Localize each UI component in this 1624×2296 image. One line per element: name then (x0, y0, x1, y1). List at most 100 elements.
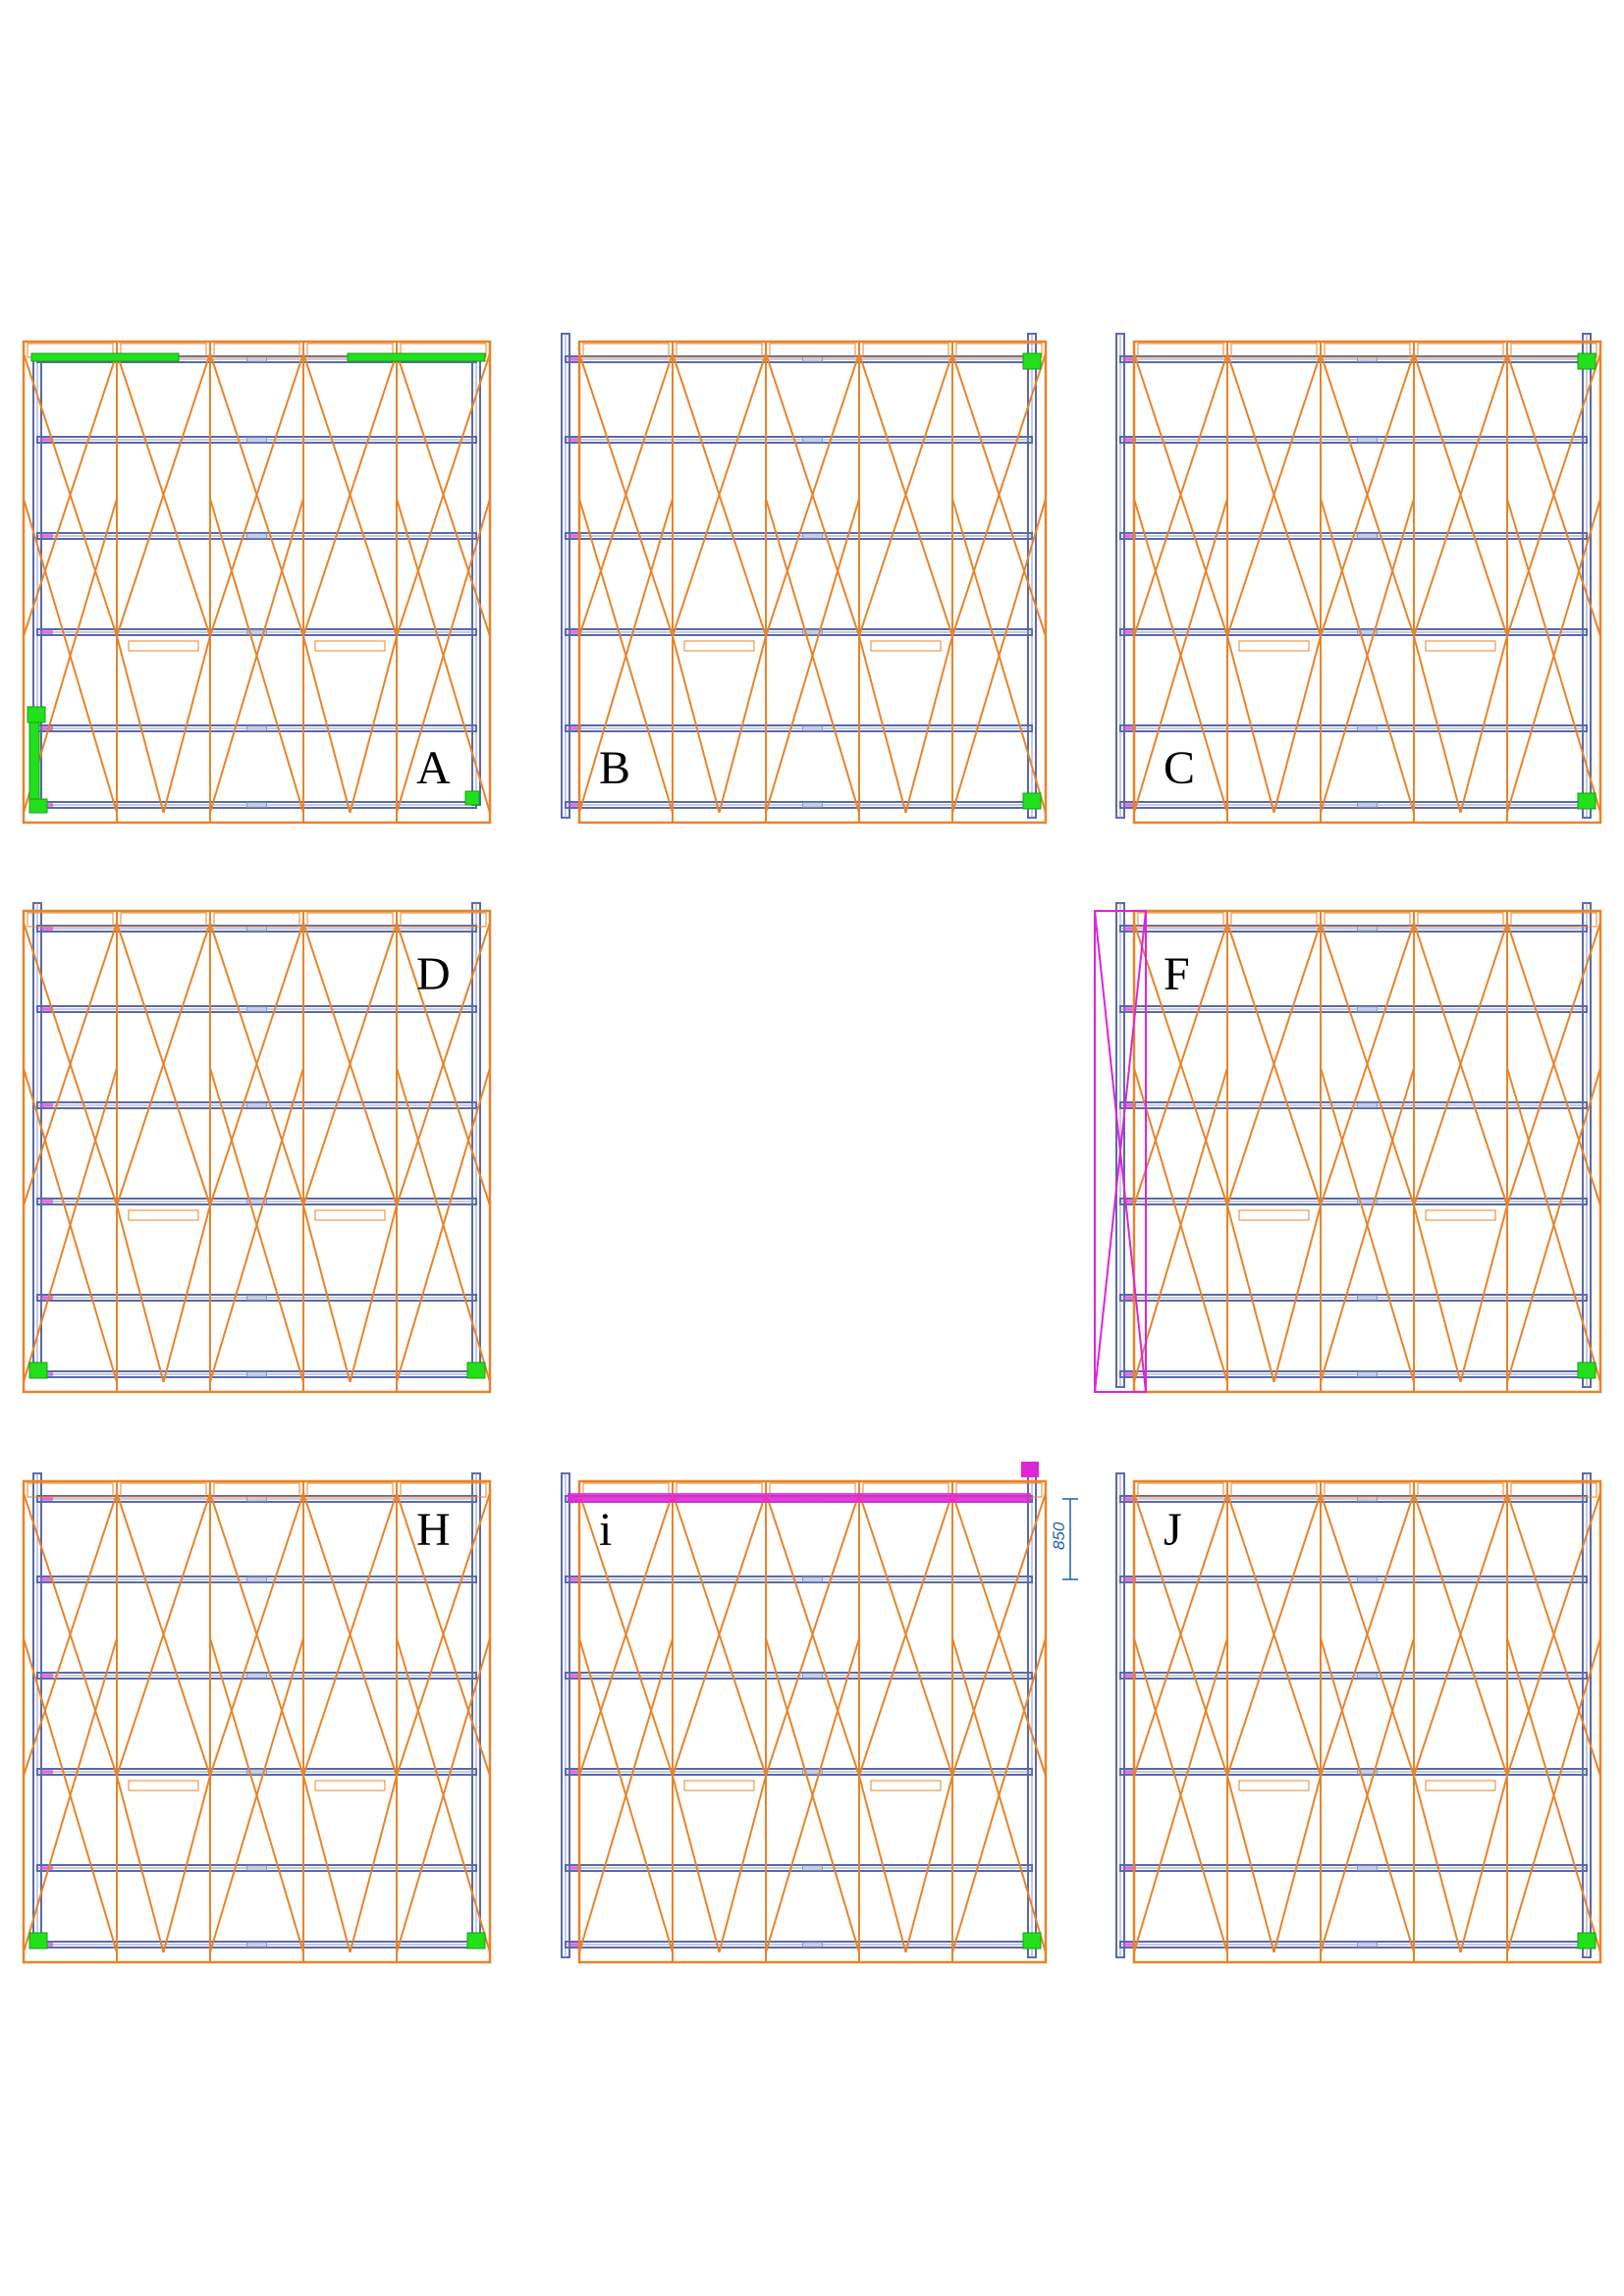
beam-end-tag (569, 1577, 581, 1581)
beam-6 (36, 1370, 477, 1378)
brace-diagonal (1133, 1492, 1228, 1777)
top-tag (1230, 343, 1318, 358)
brace-diagonal (1413, 352, 1508, 637)
brace-diagonal (1133, 498, 1228, 814)
beam-mid-mark (1357, 629, 1378, 635)
beam-end-tag (1124, 1497, 1136, 1501)
brace-tag (870, 1780, 942, 1791)
brace-diagonal (23, 352, 118, 637)
brace-diagonal (1506, 922, 1601, 1206)
beam-6 (36, 801, 477, 809)
beam-end-tag (569, 1943, 581, 1947)
beam-5 (1119, 1294, 1588, 1302)
brace-diagonal (765, 1637, 860, 1953)
anchor-block (1577, 1362, 1597, 1379)
outline-box (1132, 1479, 1602, 1964)
highlight-layer (1577, 1932, 1597, 1949)
bracing-layer (577, 340, 1048, 825)
beam-mid-mark (1357, 533, 1378, 539)
outline-box (1132, 340, 1602, 825)
brace-diagonal (1226, 1775, 1275, 1953)
panel-label-d: D (416, 948, 451, 1000)
top-tag (27, 912, 114, 928)
beam-6 (565, 1941, 1033, 1949)
brace-diagonal (396, 922, 491, 1206)
panel-label-h: H (416, 1504, 451, 1556)
beam-4 (1119, 1198, 1588, 1205)
brace-diagonal (116, 1775, 165, 1953)
brace-diagonal (858, 1775, 907, 1953)
brace-diagonal (1320, 498, 1415, 814)
top-tag (306, 912, 394, 928)
magenta-beam (568, 1493, 1031, 1503)
brace-diagonal (1272, 1775, 1322, 1953)
frame-layer (561, 1472, 1037, 1958)
outline-box (577, 340, 1048, 825)
panel-h: H (22, 1472, 492, 1964)
anchor-block (464, 790, 480, 806)
brace-diagonal (209, 498, 304, 814)
brace-diagonal (1413, 922, 1508, 1206)
beam-end-tag (569, 630, 581, 634)
brace-diagonal (1506, 1492, 1601, 1777)
brace-diagonal (23, 1492, 118, 1777)
magenta-diagonal (1094, 910, 1147, 1393)
beam-2 (565, 436, 1033, 444)
beam-mid-mark (1357, 1199, 1378, 1204)
bracing-layer (1132, 340, 1602, 825)
brace-diagonal (302, 635, 352, 814)
beam-mid-mark (802, 629, 823, 635)
magenta-frame-outline (1094, 910, 1147, 1393)
top-tag (1137, 1482, 1224, 1498)
beam-4 (36, 628, 477, 636)
highlight-layer (28, 1362, 486, 1379)
highlight-layer (28, 1932, 486, 1949)
brace-diagonal (672, 352, 767, 637)
top-tag (1230, 912, 1318, 928)
top-tag (676, 343, 763, 358)
beam-mid-mark (802, 1576, 823, 1582)
beam-5 (36, 1864, 477, 1872)
upright-left (1115, 333, 1125, 819)
beam-4 (1119, 1768, 1588, 1776)
brace-diagonal (23, 1637, 118, 1953)
brace-diagonal (1320, 1637, 1415, 1953)
beam-3 (36, 532, 477, 540)
brace-diagonal (578, 1637, 674, 1953)
top-tag (862, 343, 949, 358)
beam-mid-mark (246, 802, 267, 808)
beam-end-tag (41, 1674, 53, 1678)
brace-tag (128, 1780, 199, 1791)
brace-diagonal (765, 498, 860, 814)
highlight-layer (1022, 352, 1042, 810)
panel-a: A (22, 340, 492, 825)
beam-mid-mark (246, 437, 267, 443)
beam-mid-mark (802, 1769, 823, 1775)
brace-diagonal (1320, 1492, 1415, 1777)
beam-6 (36, 1941, 477, 1949)
beam-mid-mark (246, 1295, 267, 1301)
brace-diagonal (951, 1492, 1047, 1777)
brace-diagonal (1133, 352, 1228, 637)
bracing-layer (22, 909, 492, 1394)
top-tag (400, 912, 487, 928)
panel-label-c: C (1164, 742, 1195, 794)
beam-end-tag (569, 726, 581, 730)
outline-box (577, 1479, 1048, 1964)
anchor-beam-top-left (30, 352, 180, 362)
beam-end-tag (41, 1770, 53, 1774)
brace-diagonal (1320, 352, 1415, 637)
brace-diagonal (1413, 1492, 1508, 1777)
brace-diagonal (302, 1204, 352, 1383)
top-tag (120, 1482, 207, 1498)
dimension-text: 850 (1050, 1522, 1068, 1550)
upright-right (471, 354, 481, 806)
beam-2 (36, 1005, 477, 1013)
brace-diagonal (349, 635, 398, 814)
beam-mid-mark (802, 533, 823, 539)
beam-end-tag (569, 803, 581, 807)
brace-diagonal (858, 352, 953, 637)
brace-diagonal (116, 1204, 165, 1383)
beam-mid-mark (246, 1102, 267, 1108)
